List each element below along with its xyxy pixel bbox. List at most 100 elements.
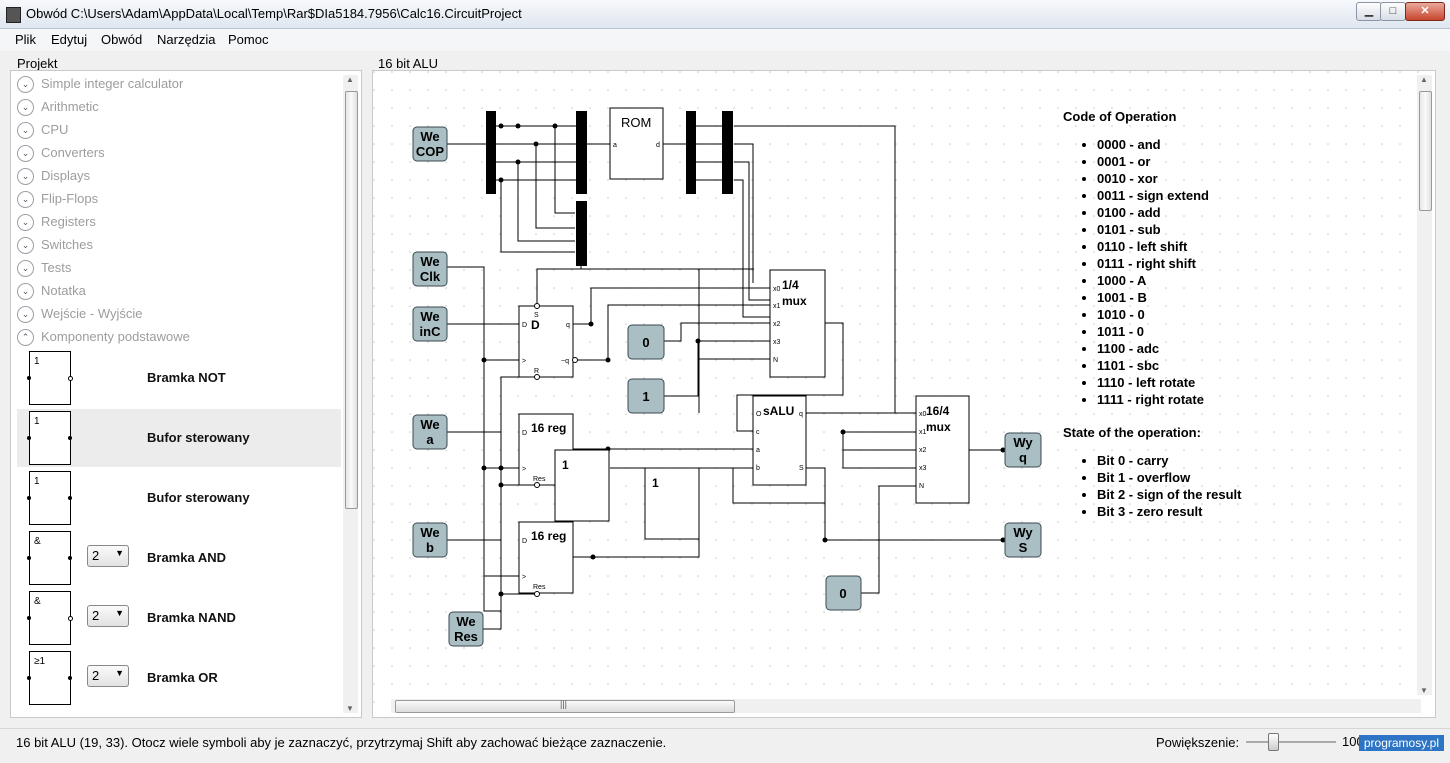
constant-1[interactable]: 1 <box>627 378 665 414</box>
chevron-down-icon[interactable]: ⌄ <box>17 76 34 93</box>
chevron-down-icon[interactable]: ⌄ <box>17 145 34 162</box>
canvas-scroll-down-icon[interactable]: ▼ <box>1420 686 1428 695</box>
watermark-logo: programosy.pl <box>1358 735 1444 751</box>
gate-symbol-label: ≥1 <box>34 656 46 667</box>
mux1-pin-n: N <box>773 357 778 364</box>
reg-b-pin-clk: > <box>522 574 526 581</box>
menu-pomoc[interactable]: Pomoc <box>228 32 269 47</box>
menu-plik[interactable]: Plik <box>15 32 36 47</box>
salu-pin-o: O <box>756 411 762 418</box>
reg-b-pin-res: Res <box>533 584 546 591</box>
input-a[interactable]: We a <box>412 414 448 450</box>
circuit-diagram[interactable]: ROM a d D D S R q ~q > 1/4 mux x0 x1 x2 … <box>373 71 1435 717</box>
scroll-down-icon[interactable]: ▼ <box>346 704 354 713</box>
buffer-a[interactable]: 1 <box>554 449 610 522</box>
canvas-scroll-up-icon[interactable]: ▲ <box>1420 75 1428 84</box>
input-b[interactable]: We b <box>412 522 448 558</box>
input-cop-label1: We <box>420 129 439 144</box>
bus-2[interactable] <box>576 111 587 194</box>
chevron-down-icon[interactable]: ⌄ <box>17 191 34 208</box>
menu-edytuj[interactable]: Edytuj <box>51 32 88 47</box>
reg-a-pin-d: D <box>522 430 527 437</box>
menu-obwod[interactable]: Obwód <box>101 32 143 47</box>
chevron-down-icon[interactable]: ⌄ <box>17 168 34 185</box>
bus-4[interactable] <box>722 111 733 194</box>
gate-symbol[interactable]: 1 <box>27 471 72 525</box>
canvas-vscrollbar[interactable]: ▲ ▼ <box>1417 75 1432 695</box>
component-name: Bramka OR <box>147 670 218 685</box>
output-q[interactable]: Wy q <box>1004 432 1042 468</box>
notes-heading-state: State of the operation: <box>1063 425 1201 440</box>
opcode-item: 1000 - A <box>1097 272 1241 289</box>
component-item[interactable]: &2▼Bramka AND <box>17 529 341 587</box>
chevron-up-icon[interactable]: ⌃ <box>17 329 34 346</box>
zoom-slider-thumb[interactable] <box>1268 733 1279 751</box>
dropdown-arrow-icon[interactable]: ▼ <box>115 548 124 558</box>
maximize-button[interactable]: □ <box>1380 2 1406 21</box>
circuit-canvas[interactable]: ROM a d D D S R q ~q > 1/4 mux x0 x1 x2 … <box>372 70 1436 718</box>
input-count-select[interactable]: 2▼ <box>87 665 129 687</box>
component-item[interactable]: &2▼Bramka NAND <box>17 589 341 647</box>
gate-symbol[interactable]: 1 <box>27 351 73 405</box>
rom-pin-a: a <box>613 142 617 149</box>
wires <box>447 125 1003 630</box>
buffer-b[interactable]: 1 <box>644 467 700 540</box>
bus-5[interactable] <box>576 201 587 266</box>
mux-1-4[interactable]: 1/4 mux x0 x1 x2 x3 N <box>769 269 826 378</box>
mux-16-4[interactable]: 16/4 mux x0 x1 x2 x3 N <box>915 395 970 504</box>
minimize-button[interactable]: ▁ <box>1356 2 1382 21</box>
bus-3[interactable] <box>686 111 696 194</box>
input-res[interactable]: We Res <box>448 611 484 647</box>
gate-symbol[interactable]: & <box>27 591 73 645</box>
zoom-slider-track[interactable] <box>1246 741 1336 743</box>
component-item[interactable]: ≥1 2▼ Bramka OR <box>17 649 341 707</box>
gate-symbol[interactable]: & <box>27 531 72 585</box>
menu-narzedzia[interactable]: Narzędzia <box>157 32 216 47</box>
input-cop[interactable]: We COP <box>412 126 448 162</box>
close-button[interactable]: ✕ <box>1405 2 1445 21</box>
rom-block[interactable]: ROM a d <box>609 107 664 180</box>
input-inc-label2: inC <box>420 324 442 339</box>
chevron-down-icon[interactable]: ⌄ <box>17 214 34 231</box>
status-message: 16 bit ALU (19, 33). Otocz wiele symboli… <box>16 735 667 750</box>
gate-input-pin <box>27 616 31 620</box>
input-count-select[interactable]: 2▼ <box>87 605 129 627</box>
gate-output-pin <box>68 616 73 621</box>
canvas-hscroll-thumb[interactable]: ||| <box>395 699 735 713</box>
dropdown-arrow-icon[interactable]: ▼ <box>115 668 124 678</box>
input-inc-label1: We <box>420 309 439 324</box>
gate-symbol[interactable]: 1 <box>27 411 72 465</box>
category-label: Converters <box>41 145 105 160</box>
d-flipflop[interactable]: D D S R q ~q > <box>518 303 578 380</box>
chevron-down-icon[interactable]: ⌄ <box>17 260 34 277</box>
project-scroll-thumb[interactable] <box>345 91 358 509</box>
constant-0-top[interactable]: 0 <box>627 324 665 360</box>
output-s[interactable]: Wy S <box>1004 522 1042 558</box>
chevron-down-icon[interactable]: ⌄ <box>17 283 34 300</box>
input-count-select[interactable]: 2▼ <box>87 545 129 567</box>
gate-symbol[interactable]: ≥1 <box>27 651 72 705</box>
canvas-hscrollbar[interactable]: ||| <box>391 699 1421 713</box>
chevron-down-icon[interactable]: ⌄ <box>17 306 34 323</box>
input-inc[interactable]: We inC <box>412 306 448 342</box>
mux2-title: 16/4 <box>926 404 950 418</box>
chevron-down-icon[interactable]: ⌄ <box>17 99 34 116</box>
project-scrollbar[interactable]: ▲ ▼ <box>343 75 358 713</box>
dropdown-arrow-icon[interactable]: ▼ <box>115 608 124 618</box>
input-clk[interactable]: We Clk <box>412 251 448 287</box>
constant-0-bottom[interactable]: 0 <box>825 575 862 611</box>
chevron-down-icon[interactable]: ⌄ <box>17 237 34 254</box>
gate-output-pin <box>68 676 72 680</box>
opcode-item: 0110 - left shift <box>1097 238 1241 255</box>
register-b[interactable]: 16 reg D > Res <box>518 521 574 597</box>
scroll-up-icon[interactable]: ▲ <box>346 75 354 84</box>
chevron-down-icon[interactable]: ⌄ <box>17 122 34 139</box>
salu-block[interactable]: sALU O c a b q S <box>752 395 807 486</box>
bus-1[interactable] <box>486 111 496 194</box>
canvas-vscroll-thumb[interactable] <box>1419 91 1432 211</box>
canvas-title: 16 bit ALU <box>378 56 438 71</box>
mux1-pin-x0: x0 <box>773 286 781 293</box>
